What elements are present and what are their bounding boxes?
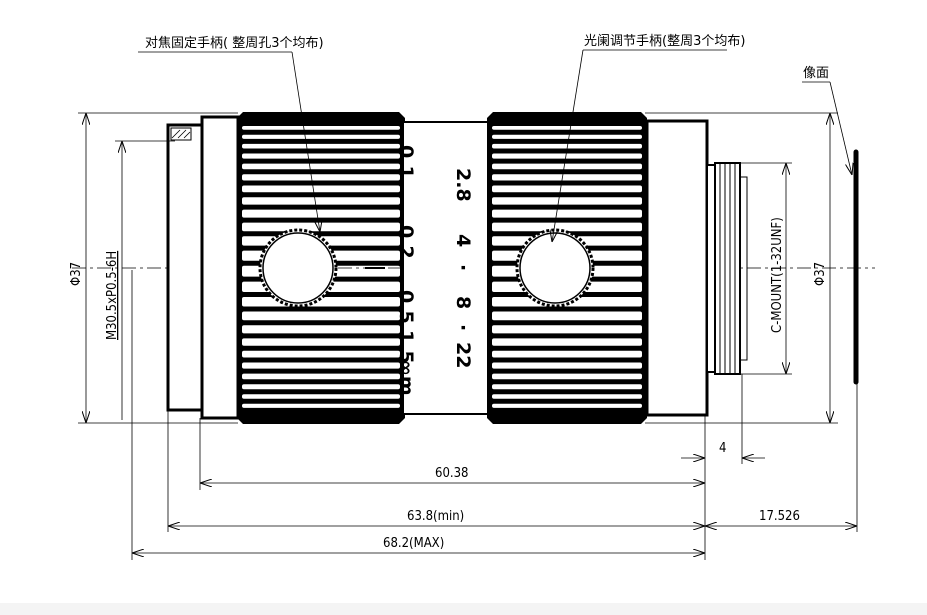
svg-text:2.8: 2.8 [452,168,474,202]
image-plane-callout [802,81,852,175]
knurl-stripe [492,153,642,159]
svg-text:0.2: 0.2 [395,225,417,259]
svg-text:22: 22 [452,342,474,368]
knurl-stripe [242,185,400,193]
knurl-stripe [242,325,400,334]
front-barrel [166,115,240,420]
svg-text:0.1: 0.1 [395,145,417,179]
knurl-stripe [242,384,400,390]
knurl-stripe [492,143,642,149]
iris-knob[interactable] [515,228,595,308]
knurl-stripe [242,163,400,170]
knurl-stripe [242,350,400,358]
flange-back-dim: 17.526 [759,509,800,524]
iris-handle-label: 光阑调节手柄(整周3个均布) [584,34,745,49]
rear-diameter-dim: Φ37 [813,262,828,286]
knurl-stripe [492,384,642,390]
focus-handle-label: 对焦固定手柄( 整周孔3个均布) [145,36,324,51]
knurl-stripe [492,185,642,193]
knurl-stripe [242,311,400,321]
mount-length-dim: 4 [719,441,726,456]
knurl-stripe [242,209,400,218]
knurl-stripe [492,163,642,170]
c-mount-thread [714,162,748,375]
knurl-stripe [492,373,642,380]
knurl-stripe [492,209,642,218]
iris-scale: 2.8 4 · 8 · 22 [452,168,474,368]
min-length-dim: 63.8(min) [407,509,464,524]
body-length-dim: 60.38 [435,466,468,481]
knurl-stripe [492,222,642,232]
image-plane-label: 像面 [803,66,829,81]
front-thread-dim: M30.5xP0.5-6H [105,251,120,340]
svg-text:·: · [452,264,474,271]
knurl-stripe [492,350,642,358]
knurl-stripe [492,325,642,334]
max-length-dim: 68.2(MAX) [383,536,444,551]
knurl-stripe [242,338,400,346]
knurl-stripe [242,403,400,408]
svg-text:·: · [452,324,474,331]
knurl-stripe [492,174,642,181]
focus-handle-callout [138,51,320,232]
knurl-stripe [492,311,642,321]
knurl-stripe [492,126,642,130]
dimension-lines [78,112,858,560]
iris-ring[interactable] [487,112,647,424]
knurl-stripe [242,134,400,139]
focus-knob[interactable] [258,228,338,308]
knurl-stripe [242,197,400,205]
knurl-stripe [242,373,400,380]
c-mount-dim: C-MOUNT(1-32UNF) [770,217,785,333]
iris-handle-callout [552,49,727,242]
knurl-stripe [242,362,400,369]
knurl-stripe [242,143,400,149]
svg-text:1.5: 1.5 [395,330,417,364]
knurl-stripe [492,362,642,369]
knurl-stripe [492,134,642,139]
svg-text:4: 4 [452,234,474,247]
rear-barrel [645,119,716,417]
center-barrel [402,121,490,415]
knurl-stripe [242,222,400,232]
knurl-stripe [242,153,400,159]
bottom-band [0,603,927,615]
knurl-stripe [492,403,642,408]
knurl-stripe [492,394,642,399]
knurl-stripe [242,174,400,181]
knurl-stripe [242,394,400,399]
knurl-stripe [492,338,642,346]
knurl-stripe [492,197,642,205]
focus-scale: 0.1 0.2 0.5 1.5 ∞m [395,145,417,396]
svg-text:0.5: 0.5 [395,290,417,324]
front-diameter-dim: Φ37 [69,262,84,286]
svg-text:8: 8 [452,296,474,309]
knurl-stripe [242,126,400,130]
svg-text:∞m: ∞m [395,360,417,396]
